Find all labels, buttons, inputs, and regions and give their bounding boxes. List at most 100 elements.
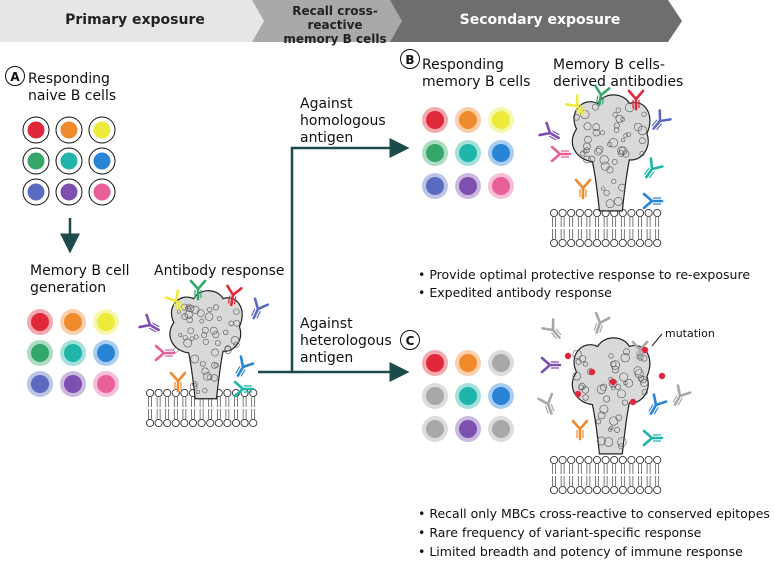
panel-c-bullet: • Recall only MBCs cross-reactive to con…	[418, 506, 770, 521]
banner-primary-label: Primary exposure	[65, 12, 205, 28]
antibody-icon	[233, 380, 255, 398]
naive-b-cell	[88, 178, 116, 206]
memory-b-cell	[455, 383, 481, 409]
spike-texture	[634, 369, 644, 379]
lipid-head	[567, 455, 576, 465]
memory-b-cell	[60, 309, 86, 335]
spike-texture	[626, 131, 632, 137]
spike-texture	[620, 353, 630, 363]
spike-texture	[187, 327, 194, 334]
spike-texture	[190, 354, 200, 364]
antibody-icon	[672, 384, 692, 406]
lipid-tail	[234, 397, 238, 419]
banner-primary	[0, 0, 272, 42]
antibody-icon	[594, 84, 611, 107]
memory-b-cell	[455, 350, 481, 376]
spike-texture	[597, 411, 606, 420]
spike-texture	[224, 345, 231, 352]
spike-texture	[182, 335, 188, 341]
lipid-tail	[603, 217, 608, 239]
antibody-chain	[632, 100, 640, 108]
spike-texture	[614, 426, 621, 433]
spike-texture	[189, 382, 198, 391]
lipid-head	[653, 485, 662, 495]
antibody-icon	[189, 279, 207, 301]
panel-b-bullets: • Provide optimal protective response to…	[418, 266, 750, 302]
spike-texture	[207, 306, 213, 313]
spike-texture	[186, 316, 193, 324]
spike-texture	[578, 382, 586, 390]
antibody-chain	[574, 104, 586, 116]
memory-b-cell	[93, 340, 119, 366]
antibody-icon	[550, 145, 572, 163]
cell-nucleus	[93, 183, 111, 201]
mutation-dot	[564, 352, 572, 360]
spike-texture	[608, 353, 614, 359]
lipid-head	[145, 418, 155, 428]
spike-texture	[184, 310, 193, 320]
memory-cells-label: Responding memory B cells	[422, 57, 530, 91]
naive-b-cell	[22, 116, 50, 144]
lipid-head	[635, 455, 645, 465]
cell-membrane-bilayer	[549, 208, 662, 248]
lipid-head	[644, 455, 653, 465]
antibody-icon	[235, 355, 255, 377]
spike-texture	[580, 150, 586, 157]
lipid-tail	[560, 217, 565, 239]
antibody-chain	[652, 109, 672, 130]
lipid-tail	[552, 217, 556, 239]
cell-nucleus	[459, 144, 477, 162]
lipid-tail	[612, 217, 617, 239]
memory-b-cell	[422, 416, 448, 442]
antibody-chain	[644, 157, 664, 179]
naive-b-cell	[55, 116, 83, 144]
spike-texture	[601, 186, 606, 191]
spike-texture	[605, 199, 615, 208]
lipid-head	[180, 418, 189, 428]
spike-texture	[575, 358, 582, 365]
lipid-head	[154, 388, 163, 398]
lipid-head	[610, 455, 619, 465]
lipid-head	[558, 238, 567, 248]
naive-b-cell	[22, 178, 50, 206]
lipid-head	[575, 238, 584, 248]
cell-nucleus	[64, 313, 82, 331]
banner-recall-line1: Recall cross-reactive	[292, 4, 378, 32]
spike-texture	[583, 142, 591, 151]
spike-protein	[571, 94, 651, 212]
antibody-response-label: Antibody response	[154, 263, 285, 279]
lipid-head	[644, 238, 653, 248]
lipid-tail	[165, 397, 170, 419]
antibody-chain	[594, 311, 611, 334]
cell-nucleus	[31, 313, 49, 331]
antibody-chain	[649, 393, 668, 415]
antibody-icon	[540, 356, 562, 374]
spike-texture	[615, 107, 621, 113]
lipid-head	[644, 485, 653, 495]
antibody-icon	[571, 419, 589, 441]
antibody-chain	[651, 119, 663, 131]
antibody-chain	[642, 429, 664, 447]
cell-nucleus	[492, 420, 510, 438]
lipid-head	[567, 485, 576, 495]
memory-b-cell	[60, 340, 86, 366]
cell-nucleus	[31, 375, 49, 393]
lipid-tail	[646, 217, 651, 239]
antibody-chain	[561, 150, 569, 158]
cell-nucleus	[426, 420, 444, 438]
memory-b-cell	[455, 173, 481, 199]
antibody-icon	[154, 344, 176, 362]
antibody-icon	[565, 94, 586, 116]
cell-nucleus	[426, 111, 444, 129]
cell-nucleus	[492, 177, 510, 195]
spike-texture	[180, 303, 188, 311]
panel-b-bullet: • Provide optimal protective response to…	[418, 267, 751, 282]
heterologous-line3: antigen	[300, 350, 354, 366]
lipid-head	[549, 485, 559, 495]
spike-protein	[571, 337, 651, 455]
memory-b-cell	[27, 340, 53, 366]
lipid-head	[223, 388, 232, 398]
lipid-tail	[646, 464, 651, 486]
antibody-chain	[173, 300, 184, 311]
antibody-chain	[653, 434, 661, 442]
